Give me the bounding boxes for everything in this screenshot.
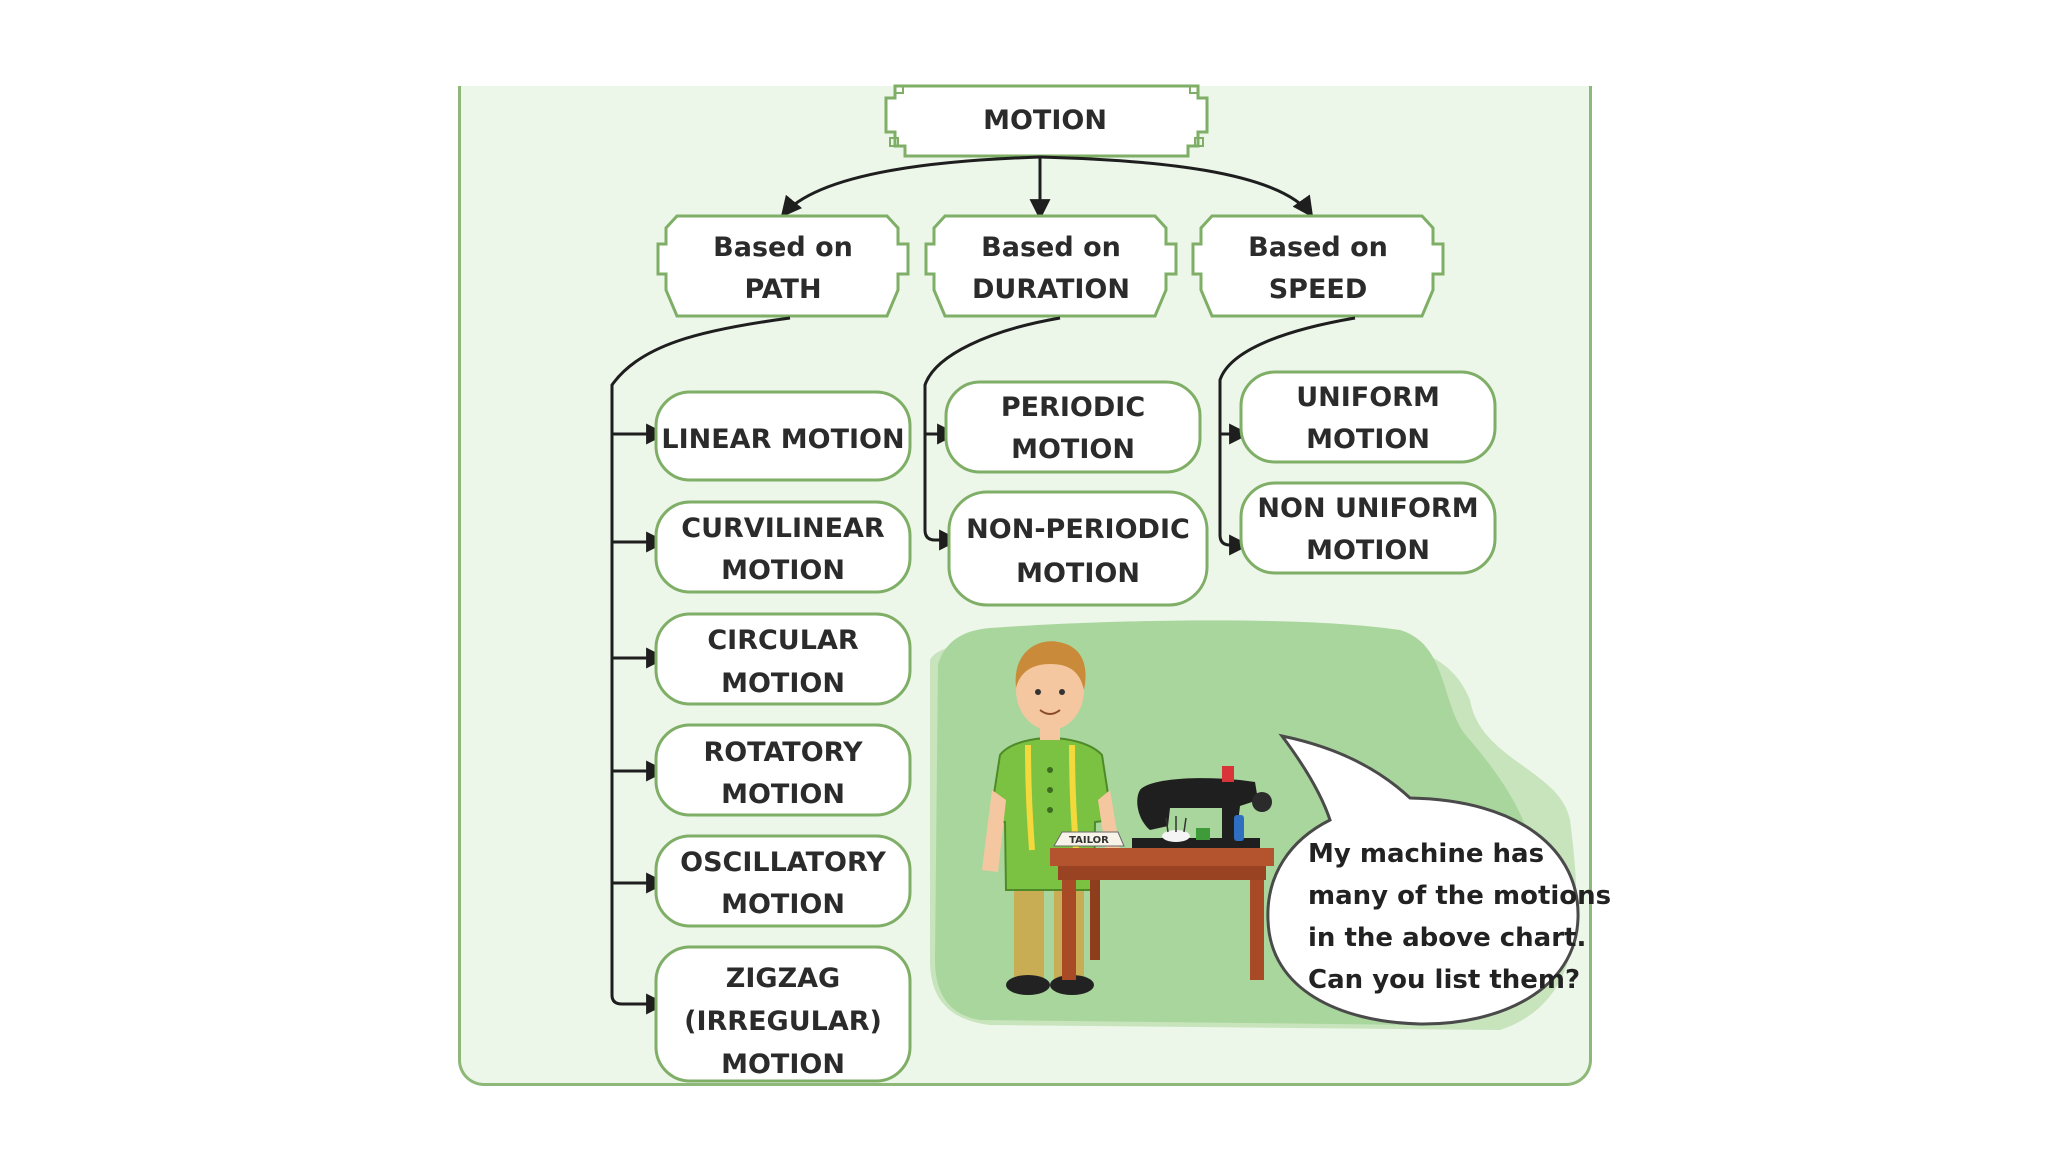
path-type-label: (IRREGULAR) (684, 1006, 882, 1037)
path-type-label: MOTION (721, 1049, 845, 1080)
speed-type-box (1239, 481, 1497, 575)
root-label: MOTION (983, 105, 1107, 136)
sewing-machine-icon (1132, 766, 1272, 848)
speech-line-1: My machine has (1308, 839, 1544, 869)
path-type-label: CIRCULAR (707, 625, 858, 656)
root-arrows (780, 155, 1314, 221)
category-speed-line2: SPEED (1269, 274, 1368, 305)
duration-type-box (944, 380, 1202, 474)
path-type-box (654, 612, 912, 706)
category-box-path: Based on PATH (656, 214, 910, 318)
path-type-box (654, 945, 912, 1083)
path-type-label: ZIGZAG (726, 963, 840, 994)
speech-line-3: in the above chart. (1308, 923, 1586, 953)
sewing-table (1050, 848, 1274, 980)
tailor-sign: TAILOR (1053, 831, 1125, 847)
speed-type-label: NON UNIFORM (1257, 493, 1478, 524)
path-type-label: ROTATORY (703, 737, 863, 768)
category-path-line2: PATH (744, 274, 821, 305)
path-type-box (654, 390, 912, 482)
path-type-label: MOTION (721, 889, 845, 920)
path-type-label: MOTION (721, 555, 845, 586)
path-type-label: OSCILLATORY (680, 847, 886, 878)
category-duration-line1: Based on (981, 232, 1121, 263)
duration-type-label: NON-PERIODIC (966, 514, 1190, 545)
category-path-line1: Based on (713, 232, 853, 263)
speed-type-box (1239, 370, 1497, 464)
path-types: LINEAR MOTION CURVILINEAR MOTION CIRCULA… (654, 390, 912, 1083)
root-box: MOTION (884, 84, 1209, 158)
speech-line-4: Can you list them? (1308, 965, 1580, 995)
speed-type-label: MOTION (1306, 424, 1430, 455)
path-type-box (654, 500, 912, 594)
speech-line-2: many of the motions (1308, 881, 1611, 911)
path-type-label: CURVILINEAR (681, 513, 885, 544)
path-type-label: LINEAR MOTION (661, 424, 904, 455)
category-box-duration: Based on DURATION (924, 214, 1178, 318)
path-type-label: MOTION (721, 779, 845, 810)
duration-type-label: MOTION (1016, 558, 1140, 589)
speech-bubble: My machine has many of the motions in th… (1266, 733, 1611, 1026)
duration-types: PERIODIC MOTION NON-PERIODIC MOTION (944, 380, 1209, 607)
speed-type-label: MOTION (1306, 535, 1430, 566)
duration-type-label: MOTION (1011, 434, 1135, 465)
category-speed-line1: Based on (1248, 232, 1388, 263)
path-type-box (654, 723, 912, 817)
speed-type-label: UNIFORM (1296, 382, 1440, 413)
path-type-label: MOTION (721, 668, 845, 699)
path-type-box (654, 834, 912, 928)
speed-types: UNIFORM MOTION NON UNIFORM MOTION (1239, 370, 1497, 575)
duration-type-box (947, 490, 1209, 607)
category-box-speed: Based on SPEED (1191, 214, 1445, 318)
tailor-sign-label: TAILOR (1069, 835, 1109, 846)
duration-type-label: PERIODIC (1001, 392, 1145, 423)
category-duration-line2: DURATION (972, 274, 1130, 305)
